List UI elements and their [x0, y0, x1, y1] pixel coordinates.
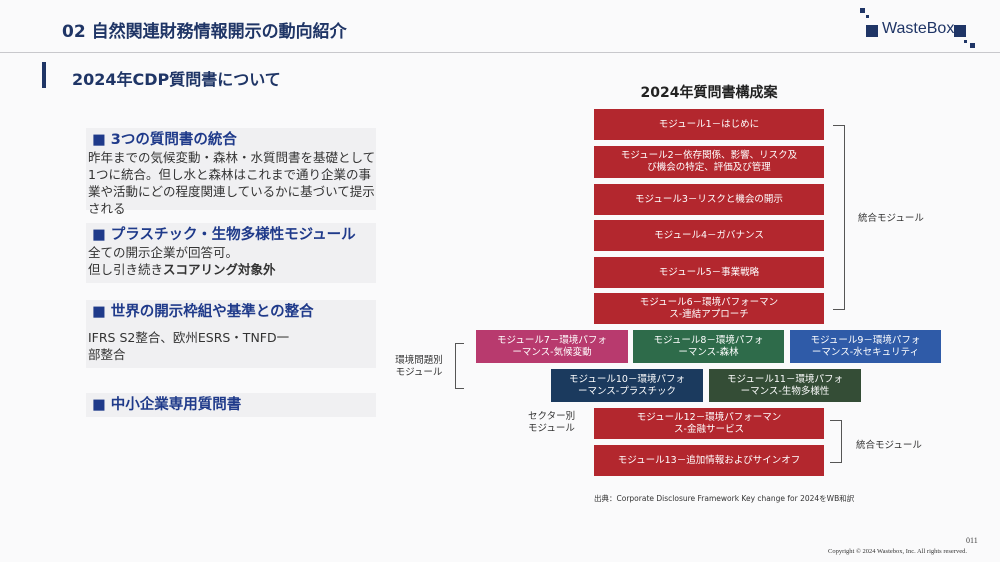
source-note: 出典：Corporate Disclosure Framework Key ch…	[594, 494, 855, 503]
module-13: モジュール13－追加情報およびサインオフ	[594, 445, 824, 476]
page-number: 011	[966, 536, 978, 545]
module-8: モジュール8－環境パフォーマンス-森林	[633, 330, 784, 363]
logo-text: WasteBox	[882, 20, 955, 37]
module-5: モジュール5－事業戦略	[594, 257, 824, 288]
module-11: モジュール11－環境パフォーマンス-生物多様性	[709, 369, 861, 402]
section-sme: ■ 中小企業専用質問書	[86, 393, 376, 417]
copyright: Copyright © 2024 Wastebox, Inc. All righ…	[828, 548, 967, 555]
section-body: IFRS S2整合、欧州ESRS・TNFD一部整合	[88, 330, 290, 362]
section-integration: ■ 3つの質問書の統合 昨年までの気候変動・森林・水質問書を基礎として1つに統合…	[86, 128, 376, 216]
wastebox-logo: WasteBox	[858, 8, 978, 50]
module-10: モジュール10－環境パフォーマンス-プラスチック	[551, 369, 703, 402]
sector-module-label: セクター別モジュール	[528, 411, 576, 434]
bracket	[830, 420, 842, 463]
module-2: モジュール2－依存関係、影響、リスク及び機会の特定、評価及び管理	[594, 146, 824, 178]
integrated-label: 統合モジュール	[858, 213, 924, 224]
section-subtitle: 2024年CDP質問書について	[72, 70, 281, 89]
header-bar	[0, 0, 1000, 53]
module-7: モジュール7－環境パフォーマンス-気候変動	[476, 330, 628, 363]
section-heading: ■ 中小企業専用質問書	[92, 397, 242, 413]
section-heading: ■ 3つの質問書の統合	[92, 132, 237, 148]
section-heading: ■ プラスチック・生物多様性モジュール	[92, 227, 356, 243]
integrated-label: 統合モジュール	[856, 440, 922, 451]
module-4: モジュール4－ガバナンス	[594, 220, 824, 251]
module-6: モジュール6－環境パフォーマンス-連結アプローチ	[594, 293, 824, 324]
env-module-label: 環境問題別モジュール	[395, 355, 443, 378]
accent-bar	[42, 62, 46, 88]
section-alignment: ■ 世界の開示枠組や基準との整合 IFRS S2整合、欧州ESRS・TNFD一部…	[86, 300, 376, 368]
section-body: 全ての開示企業が回答可。但し引き続きスコアリング対象外	[88, 245, 276, 277]
module-12: モジュール12－環境パフォーマンス-金融サービス	[594, 408, 824, 439]
section-plastic-biodiversity: ■ プラスチック・生物多様性モジュール 全ての開示企業が回答可。但し引き続きスコ…	[86, 223, 376, 283]
module-9: モジュール9－環境パフォーマンス-水セキュリティ	[790, 330, 941, 363]
bracket	[455, 343, 464, 389]
module-3: モジュール3－リスクと機会の開示	[594, 184, 824, 215]
bracket	[833, 125, 845, 310]
section-body: 昨年までの気候変動・森林・水質問書を基礎として1つに統合。但し水と森林はこれまで…	[88, 150, 376, 216]
module-1: モジュール1－はじめに	[594, 109, 824, 140]
section-heading: ■ 世界の開示枠組や基準との整合	[92, 304, 314, 320]
page-title: 02 自然関連財務情報開示の動向紹介	[62, 22, 347, 42]
diagram-title: 2024年質問書構成案	[640, 85, 778, 101]
